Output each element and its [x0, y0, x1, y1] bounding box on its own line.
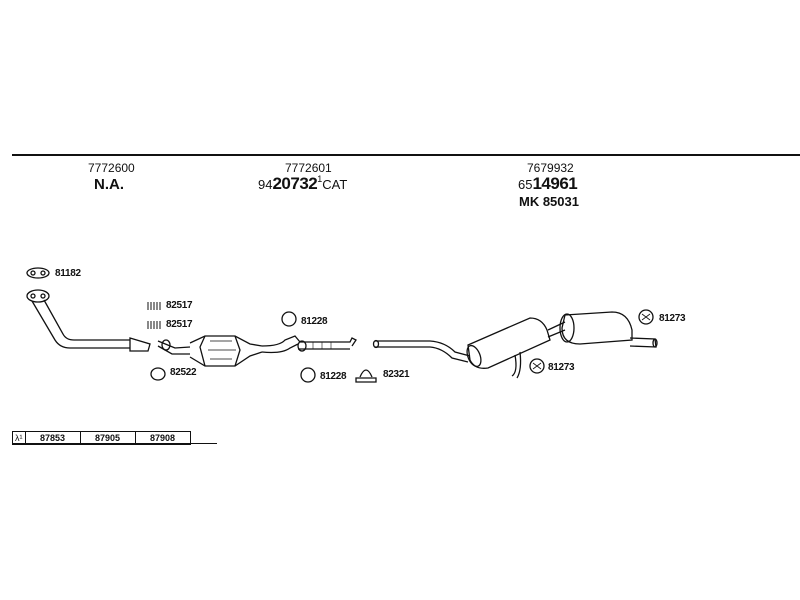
seal-ring-82522-icon: [150, 367, 166, 381]
catalyst-number: 20732: [272, 174, 318, 193]
intermediate-pipe-icon: [297, 337, 357, 352]
rubber-mount-81273-icon: [638, 309, 654, 325]
part-label-82517: 82517: [166, 300, 193, 311]
front-pipe-icon: [26, 289, 151, 352]
rear-pipe-icon: [372, 339, 471, 363]
clamp-82517-icon: [147, 302, 161, 329]
table-rule: [12, 443, 217, 444]
catalyst-prefix: 94: [258, 177, 273, 192]
part-label-81273-second: 81273: [548, 362, 575, 373]
clamp-82321-icon: [355, 369, 377, 383]
part-label-81182: 81182: [55, 268, 81, 279]
oem-number-catalyst: 7772601: [285, 161, 332, 175]
lambda-sensor-table: λ¹ 87853 87905 87908: [12, 431, 191, 445]
lambda-part-3: 87908: [134, 431, 191, 445]
rear-silencer-icon: [559, 311, 658, 348]
mounting-kit-number: MK 85031: [519, 194, 579, 209]
front-pipe-label: N.A.: [94, 176, 124, 193]
middle-silencer-icon: [466, 317, 566, 379]
lambda-part-1: 87853: [24, 431, 81, 445]
rear-silencer-number: 14961: [532, 174, 578, 193]
ring-81228-lower-icon: [300, 367, 316, 383]
catalyst-suffix: CAT: [322, 177, 348, 192]
catalyst-part-number: 94207321CAT: [258, 174, 348, 193]
rear-silencer-part-number: 6514961: [518, 174, 578, 194]
part-label-81273: 81273: [659, 313, 686, 324]
part-label-81228: 81228: [301, 316, 328, 327]
gasket-81182-icon: [26, 267, 50, 279]
part-label-82522: 82522: [170, 367, 197, 378]
rear-silencer-prefix: 65: [518, 177, 533, 192]
part-label-82517-second: 82517: [166, 319, 193, 330]
rubber-mount-81273-lower-icon: [529, 358, 545, 374]
ring-81228-icon: [281, 311, 297, 327]
part-label-82321: 82321: [383, 369, 410, 380]
catalytic-converter-icon: [157, 335, 301, 367]
oem-number-front-pipe: 7772600: [88, 161, 135, 175]
part-label-81228-second: 81228: [320, 371, 347, 382]
header-rule: [12, 154, 800, 156]
oem-number-rear-silencer: 7679932: [527, 161, 574, 175]
lambda-part-2: 87905: [79, 431, 136, 445]
